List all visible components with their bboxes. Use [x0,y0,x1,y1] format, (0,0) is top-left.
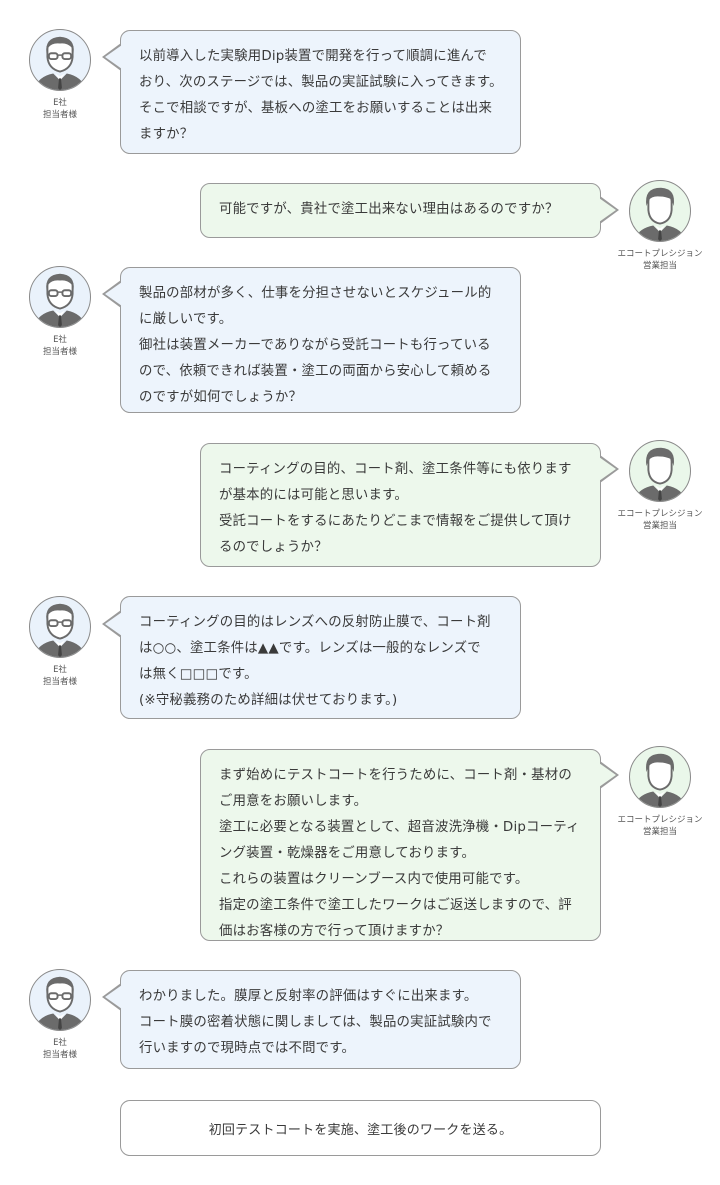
speaker-role-label: 営業担当 [642,521,677,531]
client-message-bubble: わかりました。膜厚と反射率の評価はすぐに出来ます。 コート膜の密着状態に関しまし… [120,970,521,1069]
speaker-company-label: E社 [53,335,67,345]
speaker-company-label: エコートプレシジョン [617,815,703,825]
speaker-role-label: 担当者様 [42,677,77,687]
speaker-role-label: 担当者様 [42,347,77,357]
staff-avatar-group: エコートプレシジョン 営業担当 [615,180,705,272]
message-line: るのでしょうか？ [219,540,328,555]
client-avatar-group: E社 担当者様 [15,596,105,688]
staff-message-bubble: まず始めにテストコートを行うために、コート剤・基材の ご用意をお願いします。 塗… [200,749,601,941]
avatar [629,746,691,808]
summary-text: 初回テストコートを実施、塗工後のワークを送る。 [208,1122,513,1138]
message-line: 指定の塗工条件で塗工したワークはご返送しますので、評 [219,898,572,913]
message-line: 以前導入した実験用Dip装置で開発を行って順調に進んで [139,49,487,64]
message-line: は○○、塗工条件は▲▲です。レンズは一般的なレンズで [139,641,481,656]
message-line: ご用意をお願いします。 [219,794,368,809]
staff-message-bubble: 可能ですが、貴社で塗工出来ない理由はあるのですか？ [200,183,601,238]
avatar [629,440,691,502]
bubble-tail-fill [598,197,616,222]
speaker-role-label: 担当者様 [42,110,77,120]
bubble-tail-fill [598,762,616,787]
message-line: 行いますので現時点では不問です。 [139,1041,356,1056]
person-icon [633,753,687,807]
client-message-bubble: 以前導入した実験用Dip装置で開発を行って順調に進んで おり、次のステージでは、… [120,30,521,154]
message-line: そこで相談ですが、基板への塗工をお願いすることは出来 [139,101,493,116]
staff-avatar-group: エコートプレシジョン 営業担当 [615,440,705,532]
person-with-glasses-icon [33,36,87,90]
message-line: 御社は装置メーカーでありながら受託コートも行っている [139,338,491,353]
person-with-glasses-icon [33,273,87,327]
speaker-company-label: E社 [53,98,67,108]
speaker-company-label: エコートプレシジョン [617,509,703,519]
bubble-tail-fill [105,281,122,306]
message-line: ので、依頼できれば装置・塗工の両面から安心して頼める [139,364,492,379]
person-icon [633,447,687,501]
message-line: が基本的には可能と思います。 [219,488,408,503]
avatar [29,29,91,91]
message-line: コート膜の密着状態に関しましては、製品の実証試験内で [139,1015,492,1030]
avatar [629,180,691,242]
person-icon [633,187,687,241]
bubble-tail-fill [105,44,122,69]
speaker-role-label: 営業担当 [642,827,677,837]
message-line: のですが如何でしょうか？ [139,390,303,405]
message-line: コーティングの目的、コート剤、塗工条件等にも依ります [219,462,572,477]
message-line: まず始めにテストコートを行うために、コート剤・基材の [219,768,572,783]
message-line: コーティングの目的はレンズへの反射防止膜で、コート剤 [139,615,491,630]
summary-box: 初回テストコートを実施、塗工後のワークを送る。 [120,1100,601,1156]
message-line: おり、次のステージでは、製品の実証試験に入ってきます。 [139,75,503,90]
message-line: は無く□□□です。 [139,667,258,682]
staff-avatar-group: エコートプレシジョン 営業担当 [615,746,705,838]
client-message-bubble: コーティングの目的はレンズへの反射防止膜で、コート剤 は○○、塗工条件は▲▲です… [120,596,521,719]
client-message-bubble: 製品の部材が多く、仕事を分担させないとスケジュール的 に厳しいです。 御社は装置… [120,267,521,413]
message-line: 製品の部材が多く、仕事を分担させないとスケジュール的 [139,286,492,301]
bubble-tail-fill [105,984,122,1009]
message-line: わかりました。膜厚と反射率の評価はすぐに出来ます。 [139,989,478,1004]
message-line: に厳しいです。 [139,312,233,327]
person-with-glasses-icon [33,976,87,1030]
bubble-tail-fill [598,456,616,481]
message-line: 可能ですが、貴社で塗工出来ない理由はあるのですか？ [219,202,559,217]
avatar [29,266,91,328]
bubble-tail-fill [105,611,122,636]
client-avatar-group: E社 担当者様 [15,266,105,358]
speaker-role-label: 営業担当 [642,261,677,271]
speaker-company-label: E社 [53,665,67,675]
avatar [29,969,91,1031]
message-line: これらの装置はクリーンブース内で使用可能です。 [219,872,529,887]
client-avatar-group: E社 担当者様 [15,29,105,121]
message-line: (※守秘義務のため詳細は伏せております。) [139,693,398,708]
speaker-company-label: エコートプレシジョン [617,249,703,259]
message-line: 塗工に必要となる装置として、超音波洗浄機・Dipコーティ [219,820,580,835]
person-with-glasses-icon [33,603,87,657]
staff-message-bubble: コーティングの目的、コート剤、塗工条件等にも依ります が基本的には可能と思います… [200,443,601,567]
message-line: ますか？ [139,127,194,142]
message-line: 受託コートをするにあたりどこまで情報をご提供して頂け [219,514,572,529]
speaker-role-label: 担当者様 [42,1050,77,1060]
message-line: ング装置・乾燥器をご用意しております。 [219,846,476,861]
avatar [29,596,91,658]
message-line: 価はお客様の方で行って頂けますか？ [219,924,450,939]
speaker-company-label: E社 [53,1038,67,1048]
client-avatar-group: E社 担当者様 [15,969,105,1061]
